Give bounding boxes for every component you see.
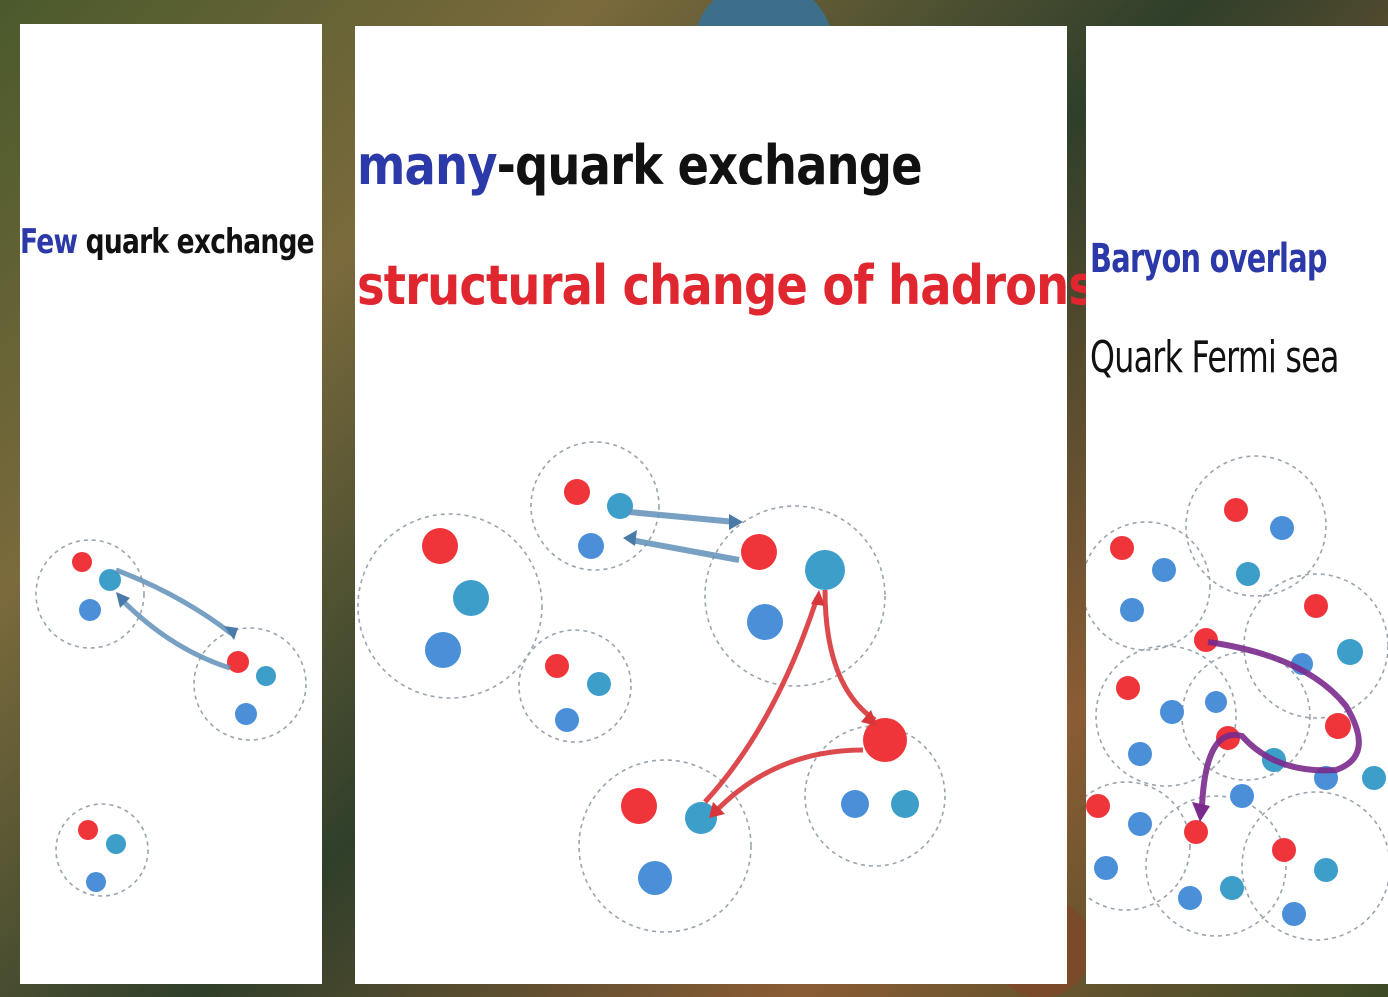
blue-quark <box>1205 691 1227 713</box>
hadron-cluster <box>1086 522 1210 650</box>
blue-quark <box>1230 784 1254 808</box>
blue-quark <box>1160 700 1184 724</box>
red-quark <box>1272 838 1296 862</box>
blue-quark <box>1128 742 1152 766</box>
blue-quark <box>235 703 257 725</box>
hadron-cluster <box>579 760 751 932</box>
blue-quark <box>256 666 276 686</box>
blue-quark <box>106 834 126 854</box>
panel-few-quark-exchange: Few quark exchange <box>20 24 322 984</box>
hadron-cluster <box>1146 796 1286 936</box>
blue-quark <box>1220 876 1244 900</box>
red-quark <box>545 654 569 678</box>
red-quark <box>1086 794 1110 818</box>
arrow-head <box>623 530 637 546</box>
red-quark <box>1184 820 1208 844</box>
panel-many-quark-exchange: many-quark exchange structural change of… <box>355 26 1067 984</box>
hadron-cluster <box>1182 652 1310 780</box>
arrow-head <box>1192 802 1210 822</box>
arrow-head <box>224 626 238 640</box>
blue-quark <box>86 872 106 892</box>
red-quark <box>1116 676 1140 700</box>
red-quark <box>78 820 98 840</box>
red-quark <box>72 552 92 572</box>
red-quark <box>422 528 458 564</box>
blue-quark <box>747 604 783 640</box>
red-quark <box>227 651 249 673</box>
blue-quark <box>1337 639 1363 665</box>
blue-quark <box>425 632 461 668</box>
blue-quark <box>587 672 611 696</box>
blue-quark <box>1128 812 1152 836</box>
blue-quark <box>1282 902 1306 926</box>
exchange-arrow <box>116 570 232 634</box>
red-quark <box>564 479 590 505</box>
few-quark-diagram <box>20 24 322 984</box>
blue-quark <box>1236 562 1260 586</box>
blue-quark <box>1178 886 1202 910</box>
blue-quark <box>1314 858 1338 882</box>
red-quark <box>1224 498 1248 522</box>
blue-quark <box>555 708 579 732</box>
red-quark <box>741 534 777 570</box>
blue-quark <box>578 533 604 559</box>
blue-quark <box>1362 766 1386 790</box>
panel-baryon-overlap: Baryon overlap Quark Fermi sea <box>1086 26 1388 984</box>
blue-quark <box>638 861 672 895</box>
red-quark <box>621 788 657 824</box>
blue-quark <box>453 580 489 616</box>
exchange-arrow <box>629 512 735 522</box>
exchange-arrow <box>120 598 230 668</box>
blue-quark <box>607 493 633 519</box>
blue-quark <box>891 790 919 818</box>
blue-quark <box>79 599 101 621</box>
exchange-arrow <box>825 590 875 720</box>
blue-quark <box>1270 516 1294 540</box>
many-quark-diagram <box>355 26 1067 984</box>
blue-quark <box>1120 598 1144 622</box>
blue-quark <box>1152 558 1176 582</box>
red-quark <box>863 718 907 762</box>
red-quark <box>1110 536 1134 560</box>
arrow-head <box>729 514 743 530</box>
red-quark <box>1325 713 1351 739</box>
blue-quark <box>1094 856 1118 880</box>
blue-quark <box>841 790 869 818</box>
baryon-overlap-diagram <box>1086 26 1388 984</box>
blue-quark <box>805 550 845 590</box>
red-quark <box>1304 594 1328 618</box>
